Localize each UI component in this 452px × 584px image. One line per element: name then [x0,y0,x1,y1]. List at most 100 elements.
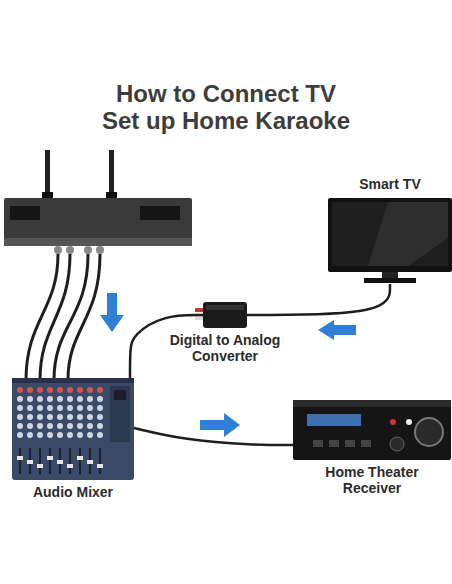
knob [37,387,43,393]
knob [67,423,73,429]
fader-track [79,448,81,474]
device-illustration [203,302,247,328]
signal-cable [247,284,390,315]
xlr-jack [66,246,74,254]
knob [77,432,83,438]
knob [57,432,63,438]
volume-knob [415,418,443,446]
wireless-receiver [4,150,192,254]
tv-stand [364,278,416,283]
screen-shine [368,202,448,266]
rca-plug [195,308,203,312]
rack-unit [4,198,192,246]
knob [17,414,23,420]
knob [87,396,93,402]
knob [27,414,33,420]
knob [47,414,53,420]
knob [27,387,33,393]
device-node: Smart TV [328,176,452,284]
rack-edge [4,238,192,246]
box-top [206,305,244,310]
device-illustration [12,378,134,480]
rca-plug [195,316,203,320]
fader-cap [17,456,23,460]
fader-track [39,448,41,474]
fader-cap [67,464,73,468]
mixer-edge [12,378,134,383]
knob [27,405,33,411]
terminal [390,419,396,425]
fader-track [69,448,71,474]
device-node: Digital to Analog Converter [160,302,290,366]
down-arrow [100,293,124,332]
device-label: Smart TV [328,176,452,192]
signal-cable [130,315,203,378]
knob [97,423,103,429]
xlr-jack [84,246,92,254]
fader-cap [97,464,103,468]
display [140,206,180,220]
knob [97,405,103,411]
device-label: Digital to Analog Converter [160,332,290,364]
knob [17,396,23,402]
receiver-top [293,400,451,407]
knob [390,437,404,451]
knob [47,432,53,438]
fader-cap [87,460,93,464]
knob [17,405,23,411]
cable [68,254,100,380]
knob [47,423,53,429]
knob [77,387,83,393]
display [10,206,40,220]
knob [37,405,43,411]
knob [77,414,83,420]
knob [17,423,23,429]
device-node: Audio Mixer [8,378,138,506]
knob [87,414,93,420]
button [361,440,371,447]
fader-cap [57,460,63,464]
knob [97,414,103,420]
knob [57,405,63,411]
diagram-title: How to Connect TV Set up Home Karaoke [96,80,356,134]
fader-cap [77,456,83,460]
knob [47,405,53,411]
knob [87,405,93,411]
knob [37,414,43,420]
receiver-body [293,400,451,460]
knob [37,423,43,429]
knob [77,396,83,402]
knob [67,432,73,438]
device-illustration [328,198,452,284]
knob [27,432,33,438]
knob [67,414,73,420]
fader-cap [37,464,43,468]
button [313,440,323,447]
fader-track [49,448,51,474]
xlr-jack [96,246,104,254]
knob [57,396,63,402]
tv-frame [328,198,452,272]
knob [67,405,73,411]
mixer-body [12,378,134,480]
knob [37,432,43,438]
xlr-jack [54,246,62,254]
fader-track [99,448,101,474]
mic-cables [26,254,100,380]
knob [57,414,63,420]
knob [17,432,23,438]
device-label: Audio Mixer [8,484,138,500]
knob [47,387,53,393]
knob [67,387,73,393]
knob [97,432,103,438]
tv-neck [382,272,398,279]
terminal [406,419,412,425]
knob [57,387,63,393]
device-illustration [293,400,451,460]
knob [57,423,63,429]
fader-track [19,448,21,474]
tv-screen [332,202,448,266]
fader-cap [27,460,33,464]
knob [77,405,83,411]
